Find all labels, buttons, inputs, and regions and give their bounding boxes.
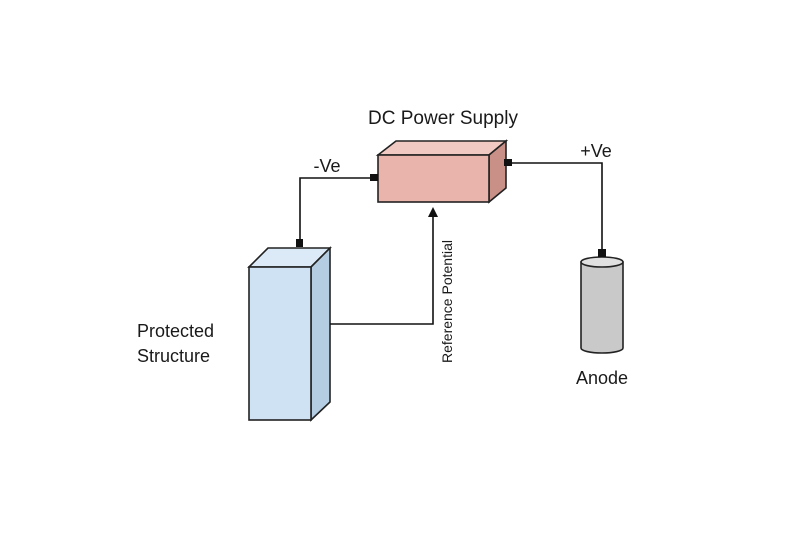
structure-label-line1: Protected <box>137 321 214 341</box>
positive-label: +Ve <box>580 141 612 161</box>
structure-terminal <box>296 239 303 247</box>
negative-label: -Ve <box>313 156 340 176</box>
supply-top-face <box>375 140 509 156</box>
positive-terminal <box>504 159 512 166</box>
anode-top <box>580 256 624 268</box>
anode <box>580 249 624 354</box>
structure-side-face <box>310 246 331 422</box>
anode-label: Anode <box>576 368 628 388</box>
reference-wire <box>330 207 438 325</box>
negative-wire <box>299 177 370 240</box>
negative-terminal <box>370 174 378 181</box>
supply-front-face <box>377 154 490 203</box>
dc-power-supply <box>370 139 512 204</box>
diagram-title: DC Power Supply <box>368 108 518 129</box>
reference-potential-label: Reference Potential <box>439 240 455 363</box>
structure-front-face <box>248 266 312 421</box>
protected-structure <box>247 239 332 422</box>
anode-terminal <box>598 249 606 257</box>
anode-body <box>580 261 624 354</box>
structure-label-line2: Structure <box>137 346 210 366</box>
positive-wire <box>512 162 603 249</box>
